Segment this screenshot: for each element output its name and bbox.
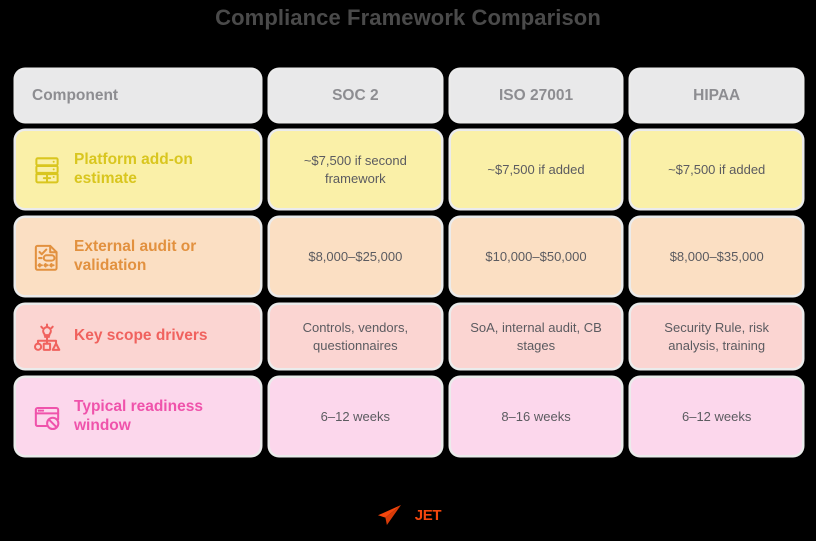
table-row: Typical readiness window 6–12 weeks 8–16… <box>16 378 803 455</box>
header-iso27001: ISO 27001 <box>450 70 622 121</box>
cell-text: Controls, vendors, questionnaires <box>302 319 409 353</box>
cell-text: ~$7,500 if added <box>487 161 585 177</box>
row-label-key-scope-drivers: Key scope drivers <box>16 305 260 368</box>
cell-platform-iso27001: ~$7,500 if added <box>450 131 622 208</box>
cell-platform-soc2: ~$7,500 if second framework <box>270 131 441 208</box>
cell-text: ~$7,500 if added <box>668 161 766 177</box>
cell-text: 8–16 weeks <box>501 408 571 424</box>
header-soc2: SOC 2 <box>270 70 441 121</box>
header-hipaa: HIPAA <box>631 70 803 121</box>
header-component-label: Component <box>32 86 119 104</box>
row-label-text: External audit or validation <box>74 237 197 274</box>
server-add-icon <box>30 153 64 187</box>
row-label-external-audit-or-validation: External audit or validation <box>16 218 260 295</box>
table-row: External audit or validation $8,000–$25,… <box>16 218 803 295</box>
header-component: Component <box>16 70 260 121</box>
cell-text: $8,000–$35,000 <box>669 248 764 264</box>
cell-text: SoA, internal audit, CB stages <box>470 319 602 353</box>
cell-audit-iso27001: $10,000–$50,000 <box>450 218 622 295</box>
comparison-table: Component SOC 2 ISO 27001 HIPAA <box>16 70 803 455</box>
row-label-text: Typical readiness window <box>74 397 203 434</box>
paper-plane-icon <box>375 503 403 527</box>
footer-logo: JET <box>0 503 816 527</box>
row-label-text: Platform add-on estimate <box>74 150 193 187</box>
table-header-row: Component SOC 2 ISO 27001 HIPAA <box>16 70 803 121</box>
table-row: Platform add-on estimate ~$7,500 if seco… <box>16 131 803 208</box>
header-hipaa-label: HIPAA <box>693 86 741 104</box>
header-iso27001-label: ISO 27001 <box>498 86 574 104</box>
row-label-text: Key scope drivers <box>74 327 208 345</box>
lightbulb-hierarchy-icon <box>30 320 64 354</box>
header-soc2-label: SOC 2 <box>332 86 379 104</box>
cell-scope-iso27001: SoA, internal audit, CB stages <box>450 305 622 368</box>
cell-scope-soc2: Controls, vendors, questionnaires <box>270 305 441 368</box>
cell-audit-hipaa: $8,000–$35,000 <box>631 218 803 295</box>
cell-text: 6–12 weeks <box>681 408 752 424</box>
cell-text: Security Rule, risk analysis, training <box>664 319 770 353</box>
row-label-typical-readiness-window: Typical readiness window <box>16 378 260 455</box>
cell-readiness-iso27001: 8–16 weeks <box>450 378 622 455</box>
cell-readiness-hipaa: 6–12 weeks <box>631 378 803 455</box>
table-row: Key scope drivers Controls, vendors, que… <box>16 305 803 368</box>
browser-blocked-icon <box>30 400 64 434</box>
cell-text: $10,000–$50,000 <box>485 248 587 264</box>
document-check-icon <box>30 240 64 274</box>
cell-text: ~$7,500 if second framework <box>303 152 407 186</box>
cell-audit-soc2: $8,000–$25,000 <box>270 218 441 295</box>
page-title: Compliance Framework Comparison <box>215 5 601 30</box>
cell-scope-hipaa: Security Rule, risk analysis, training <box>631 305 803 368</box>
row-label-platform-add-on-estimate: Platform add-on estimate <box>16 131 260 208</box>
cell-text: 6–12 weeks <box>320 408 391 424</box>
cell-readiness-soc2: 6–12 weeks <box>270 378 441 455</box>
cell-platform-hipaa: ~$7,500 if added <box>631 131 803 208</box>
cell-text: $8,000–$25,000 <box>308 248 403 264</box>
logo-word-accent: JET <box>414 506 442 524</box>
